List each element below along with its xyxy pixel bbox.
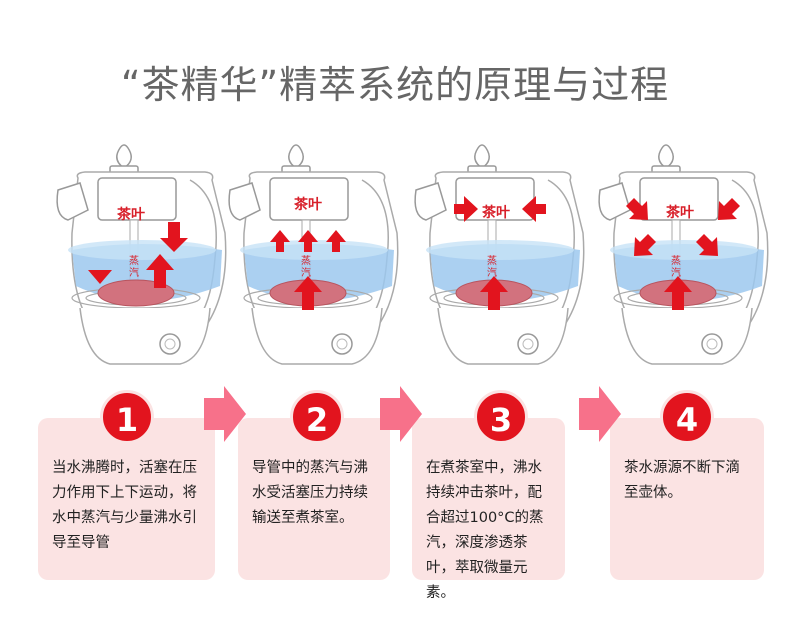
steam-label: 蒸汽 <box>671 256 681 279</box>
steam-label: 蒸汽 <box>487 256 497 279</box>
tea-leaf-label: 茶叶 <box>294 197 322 213</box>
step-card-4: 茶水源源不断下滴至壶体。 <box>610 418 764 580</box>
step-description: 茶水源源不断下滴至壶体。 <box>624 460 740 501</box>
step-description: 当水沸腾时，活塞在压力作用下上下运动，将水中蒸汽与少量沸水引导至导管 <box>52 460 197 551</box>
step-card-3: 在煮茶室中，沸水持续冲击茶叶，配合超过100°C的蒸汽，深度渗透茶叶，萃取微量元… <box>412 418 565 601</box>
step-number-badge: 2 <box>290 390 344 444</box>
step-number-badge: 1 <box>100 390 154 444</box>
kettle-diagram-3: 茶叶 蒸汽 <box>408 138 588 368</box>
next-step-arrow-icon <box>380 386 422 442</box>
tea-leaf-label: 茶叶 <box>117 207 145 223</box>
steam-label: 蒸汽 <box>129 256 139 279</box>
step-card-1: 当水沸腾时，活塞在压力作用下上下运动，将水中蒸汽与少量沸水引导至导管 <box>38 418 215 580</box>
page-title: “茶精华”精萃系统的原理与过程 <box>120 63 670 107</box>
tea-leaf-label: 茶叶 <box>482 205 510 221</box>
next-step-arrow-icon <box>579 386 621 442</box>
step-number-badge: 4 <box>660 390 714 444</box>
steam-label: 蒸汽 <box>301 256 311 279</box>
step-card-2: 导管中的蒸汽与沸水受活塞压力持续输送至煮茶室。 <box>238 418 390 580</box>
step-description: 导管中的蒸汽与沸水受活塞压力持续输送至煮茶室。 <box>252 460 368 526</box>
tea-leaf-label: 茶叶 <box>666 205 694 221</box>
kettle-diagram-2: 茶叶 蒸汽 <box>222 138 402 368</box>
kettle-diagram-4: 茶叶 蒸汽 <box>592 138 772 368</box>
kettle-diagram-1: 茶叶 蒸汽 <box>50 138 230 368</box>
step-number-badge: 3 <box>474 390 528 444</box>
step-description: 在煮茶室中，沸水持续冲击茶叶，配合超过100°C的蒸汽，深度渗透茶叶，萃取微量元… <box>426 460 544 601</box>
next-step-arrow-icon <box>204 386 246 442</box>
